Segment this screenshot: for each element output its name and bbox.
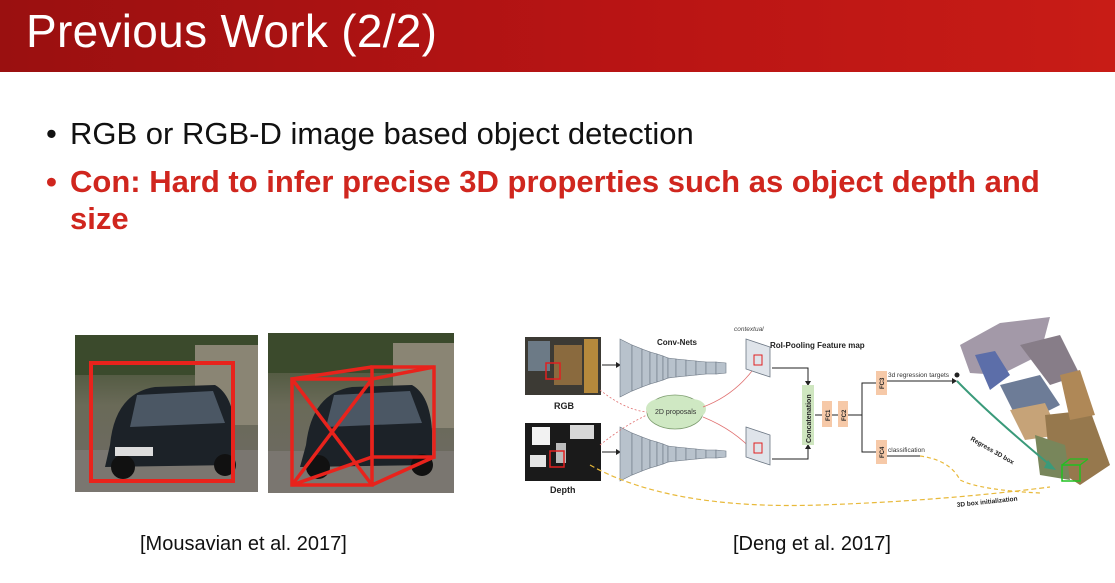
- depth-label: Depth: [550, 485, 576, 495]
- roi-label: RoI-Pooling Feature map: [770, 341, 865, 350]
- classification-label: classification: [888, 447, 925, 454]
- regress-box-label: Regress 3D box: [969, 436, 1015, 467]
- proposals-cloud: [646, 394, 706, 430]
- convnet-stack-top: [619, 338, 727, 398]
- fc3-box: [876, 371, 887, 395]
- bullet-item: • RGB or RGB-D image based object detect…: [46, 115, 694, 152]
- rgb-label: RGB: [554, 401, 575, 411]
- 3d-box-result: [1061, 464, 1081, 482]
- concat-label: Concatenation: [806, 394, 813, 443]
- point-cloud: [960, 317, 1110, 485]
- car-2d-box-image: [75, 335, 258, 492]
- concat-box: [802, 385, 814, 445]
- fc2-label: FC2: [842, 409, 848, 421]
- network-diagram: RGB Depth Conv-Nets: [525, 317, 1110, 509]
- fc3-label: FC3: [880, 377, 886, 389]
- title-bar: Previous Work (2/2): [0, 0, 1115, 72]
- box-init-label: 3D box initialization: [956, 496, 1017, 509]
- car-3d-box-image: [268, 333, 454, 493]
- bbox-2d: [89, 361, 235, 483]
- bbox-3d: [290, 365, 436, 487]
- contextual-label: contextual: [734, 326, 764, 333]
- bullet-text: Con: Hard to infer precise 3D properties…: [70, 164, 1040, 236]
- fc1-box: [822, 401, 832, 427]
- bullet-item-con: • Con: Hard to infer precise 3D properti…: [46, 163, 1086, 237]
- roi-feature-map-top: [745, 338, 771, 378]
- bullet-text: RGB or RGB-D image based object detectio…: [70, 116, 694, 151]
- fc4-box: [876, 440, 887, 464]
- caption-mousavian: [Mousavian et al. 2017]: [140, 533, 347, 555]
- fc4-label: FC4: [880, 446, 886, 458]
- roi-feature-map-bottom: [745, 426, 771, 466]
- bullet-marker: •: [46, 116, 57, 151]
- bullet-marker: •: [46, 164, 57, 199]
- regression-targets-label: 3d regression targets: [888, 372, 950, 379]
- caption-deng: [Deng et al. 2017]: [733, 533, 891, 555]
- slide-title: Previous Work (2/2): [26, 5, 438, 57]
- convnet-stack-bottom: [619, 426, 727, 482]
- proposals-label: 2D proposals: [655, 409, 697, 416]
- fc2-box: [838, 401, 848, 427]
- fc1-label: FC1: [826, 409, 832, 421]
- convnets-label: Conv-Nets: [657, 338, 698, 347]
